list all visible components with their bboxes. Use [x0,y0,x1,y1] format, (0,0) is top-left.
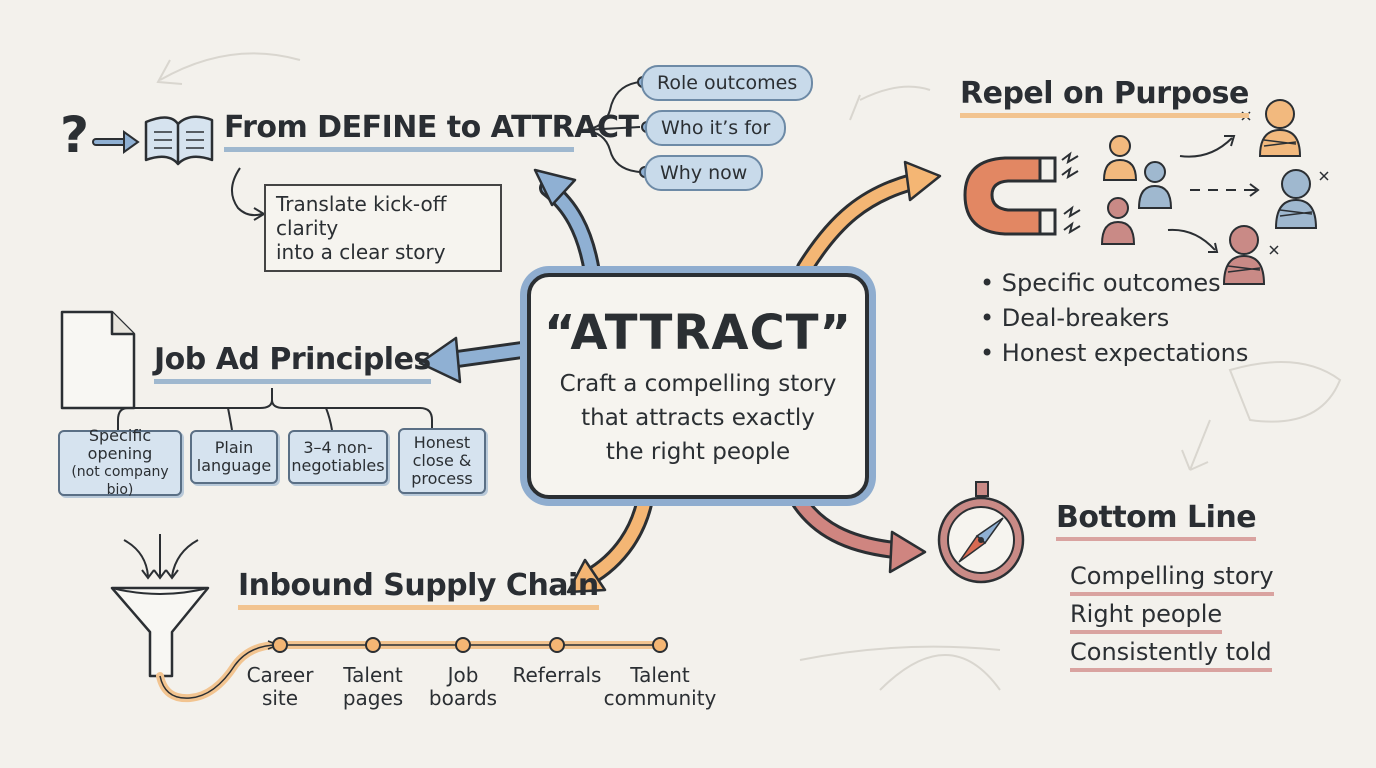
curved-arrow-to-note [231,167,263,217]
bottom-line-item-3: Consistently told [1070,638,1272,672]
supply-timeline [156,637,668,703]
step-line: Referrals [512,663,602,687]
bottom-line-title: Bottom Line [1056,500,1257,541]
center-line2: that attracts exactly [581,405,815,431]
tree-connectors [117,388,433,431]
document-icon [60,310,136,410]
supply-title: Inbound Supply Chain [238,568,599,610]
bottom-line-item-2: Right people [1070,600,1223,634]
arrow-to-repel [796,160,942,277]
step-line: community [603,686,717,710]
card-line: opening [87,444,153,463]
book-icon [144,115,214,166]
step-line: Talent [630,663,690,687]
card-line: Honest [413,433,471,452]
angry-faces-icon [1222,99,1329,285]
arrow-right-icon [92,130,140,154]
arrow-to-bottom-line [786,485,927,574]
step-line: boards [428,686,498,710]
question-mark: ? [60,106,90,164]
step-line: Talent [343,663,403,687]
step-line: site [261,686,299,710]
pill-who-its-for: Who it’s for [645,110,787,146]
define-note-line1: Translate kick-off clarity [276,192,447,240]
pill-why-now: Why now [644,155,764,191]
step-line: Career [246,663,314,687]
card-line: Plain [214,438,254,457]
repel-title: Repel on Purpose [960,76,1249,118]
card-line: 3–4 non- [303,438,373,457]
center-node: “ATTRACT” Craft a compelling story that … [527,273,869,499]
card-line: Specific [88,426,152,445]
repel-bullets: • Specific outcomes • Deal-breakers • Ho… [980,266,1248,371]
step-line: Job [447,663,479,687]
background-doodles [156,52,1342,691]
job-ad-card-non-negotiables: 3–4 non-negotiables [288,430,388,484]
card-line: (not company bio) [71,464,169,498]
define-note-line2: into a clear story [276,240,446,264]
funnel-icon [110,534,210,678]
card-line: language [196,456,272,475]
repel-bullet-1: • Specific outcomes [980,269,1221,297]
step-line: pages [342,686,404,710]
compass-icon [937,481,1025,584]
arrow-to-define [533,168,601,281]
card-line: process [411,469,473,488]
define-note: Translate kick-off clarity into a clear … [264,184,502,272]
center-title: “ATTRACT” [544,305,852,361]
arrow-to-supply [566,485,655,594]
center-line1: Craft a compelling story [559,371,837,397]
define-title: From DEFINE to ATTRACT [224,110,639,152]
supply-step-referrals: Referrals [502,664,612,687]
pill-role-outcomes: Role outcomes [641,65,814,101]
bottom-line-item-1: Compelling story [1070,562,1274,596]
center-line3: the right people [605,439,791,465]
card-line: close & [412,451,472,470]
magnet-icon [963,151,1081,236]
arrow-to-job-ad [418,336,531,384]
repel-bullet-3: • Honest expectations [980,339,1249,367]
repel-bullet-2: • Deal-breakers [980,304,1170,332]
people-icons [1100,135,1173,245]
repel-arrows [1167,135,1260,253]
card-line: negotiables [291,456,385,475]
job-ad-title: Job Ad Principles [154,342,431,384]
